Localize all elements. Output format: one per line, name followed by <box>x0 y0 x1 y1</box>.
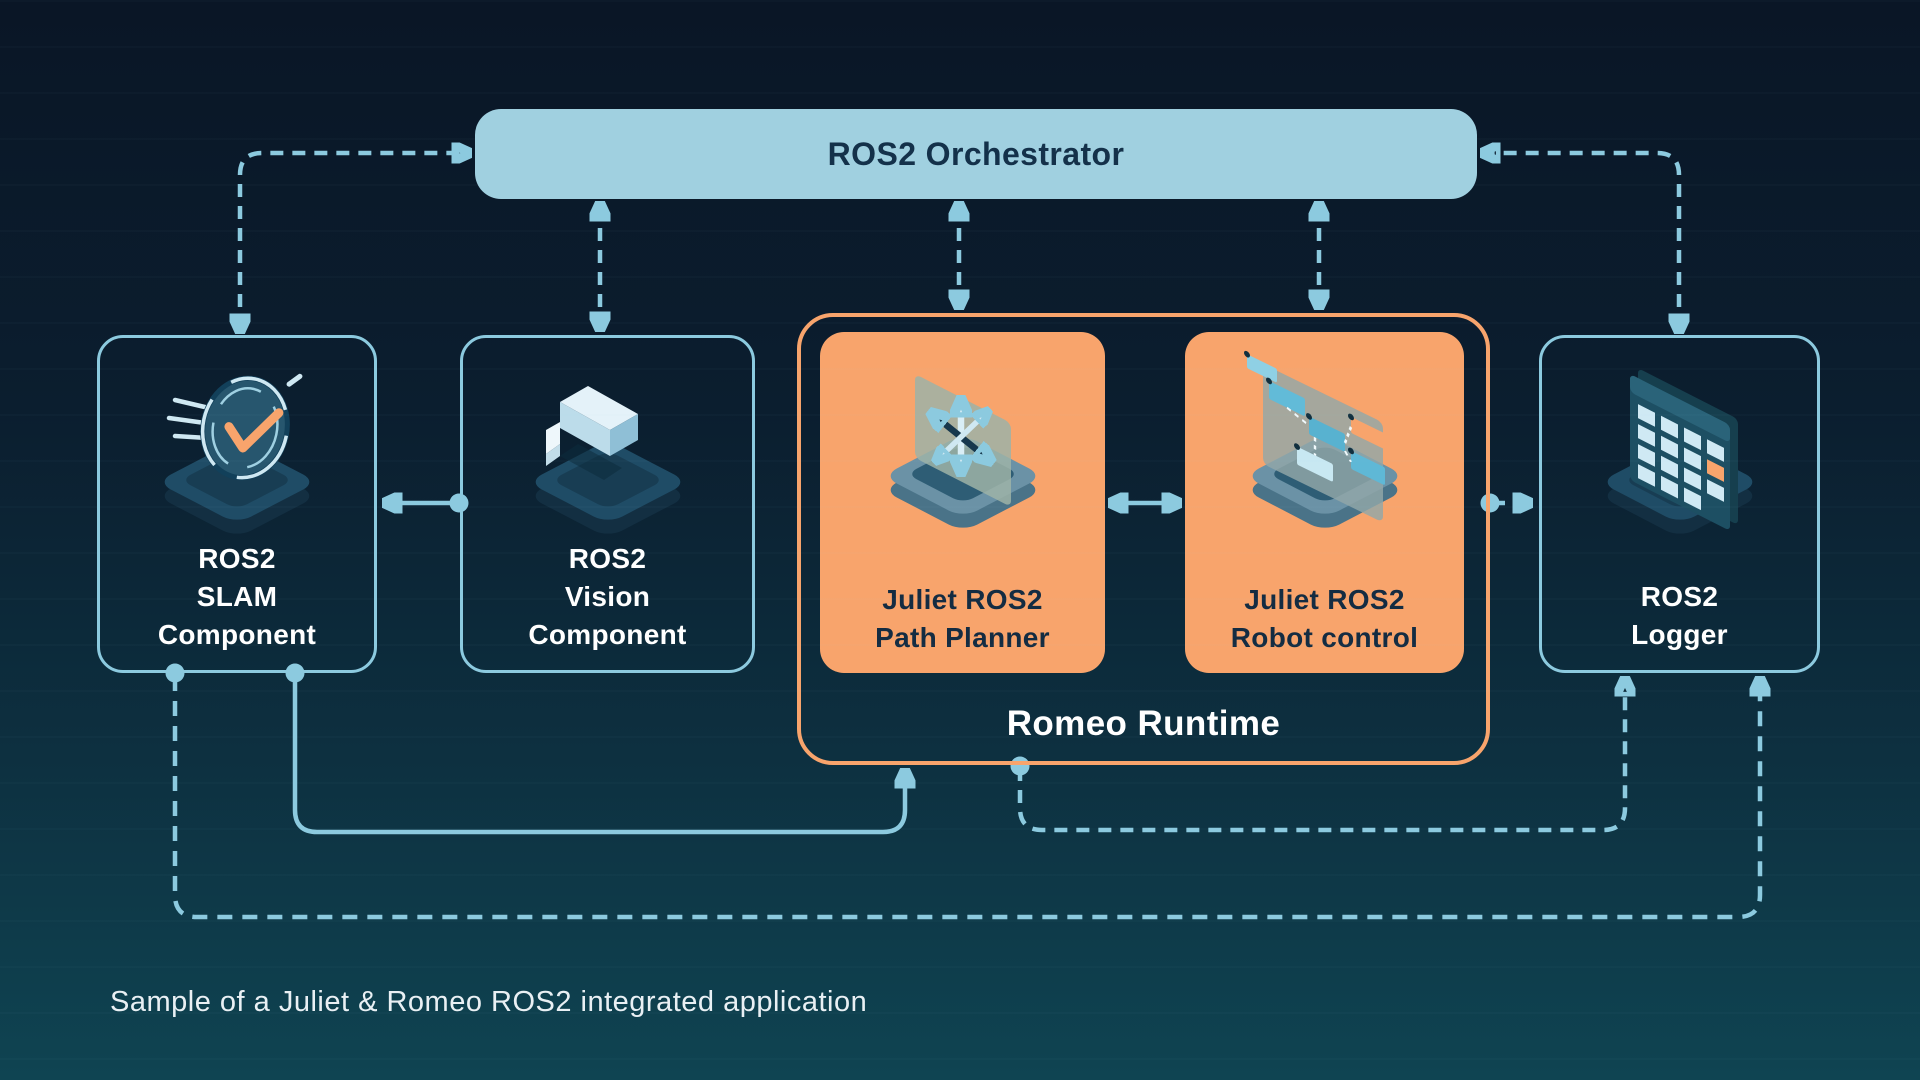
node-robot-control: Juliet ROS2 Robot control <box>1185 332 1464 673</box>
node-vision: ROS2 Vision Component <box>460 335 755 673</box>
clock-check <box>200 373 303 481</box>
node-vision-label: ROS2 Vision Component <box>528 543 687 650</box>
node-robot-control-label: Juliet ROS2 Robot control <box>1230 584 1419 653</box>
vision-camera-icon <box>535 386 680 534</box>
path-planner-arrows-icon <box>890 376 1035 528</box>
edge-slam-orchestrator <box>240 153 467 329</box>
diagram-caption: Sample of a Juliet & Romeo ROS2 integrat… <box>110 986 868 1018</box>
node-slam: ROS2 SLAM Component <box>97 335 377 673</box>
logger-grid-icon <box>1607 370 1752 534</box>
edge-romeo-logger-under <box>1017 681 1625 833</box>
orchestrator-label: ROS2 Orchestrator <box>827 135 1125 172</box>
camera-box <box>545 386 638 480</box>
edge-slam-logger-under <box>172 676 1760 920</box>
orchestrator-box: ROS2 Orchestrator <box>475 109 1477 199</box>
node-path-planner-label: Juliet ROS2 Path Planner <box>875 584 1050 653</box>
node-logger: ROS2 Logger <box>1539 335 1820 673</box>
node-logger-label: ROS2 Logger <box>1631 581 1728 650</box>
log-table-panel <box>1629 370 1738 530</box>
robot-control-nodes-icon <box>1243 350 1397 528</box>
port-vision-left <box>449 493 469 513</box>
romeo-runtime-label: Romeo Runtime <box>1006 704 1281 743</box>
port-slam-bottom-right <box>285 663 305 683</box>
node-graph-panel <box>1243 350 1385 521</box>
port-romeo-right <box>1480 493 1500 513</box>
edge-slam-romeo-under <box>292 676 905 835</box>
move-arrows <box>935 404 987 468</box>
node-slam-label: ROS2 SLAM Component <box>157 543 317 650</box>
edge-logger-orchestrator <box>1485 153 1679 329</box>
node-path-planner: Juliet ROS2 Path Planner <box>820 332 1105 673</box>
romeo-runtime-group <box>797 313 1490 765</box>
port-slam-bottom-left <box>165 663 185 683</box>
slam-speed-clock-icon <box>164 373 310 534</box>
